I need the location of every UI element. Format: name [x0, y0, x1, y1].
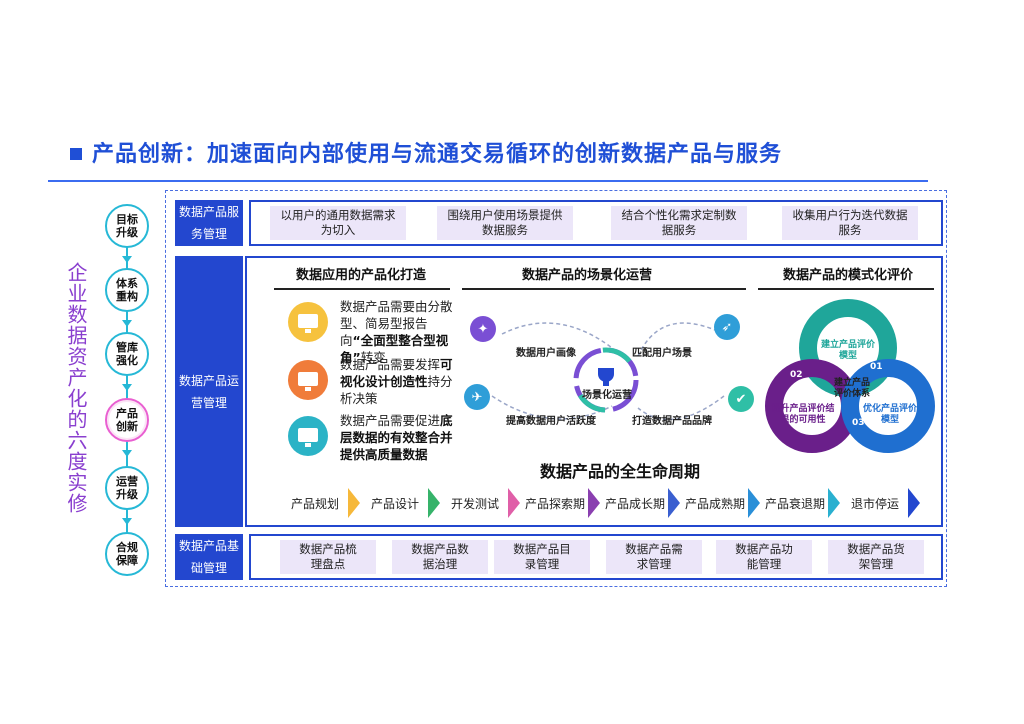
col2-title: 数据产品的场景化运营	[522, 268, 653, 283]
col1-rule	[274, 288, 450, 290]
evaluation-venn	[765, 299, 935, 453]
head-brain-icon	[288, 360, 328, 400]
scene-center-label: 场景化运营	[582, 390, 632, 401]
lifecycle-title: 数据产品的全生命周期	[540, 462, 701, 481]
page-title: 产品创新：加速面向内部使用与流通交易循环的创新数据产品与服务	[92, 142, 783, 167]
col1-item-bold: “全面型整合型视角”	[340, 333, 449, 365]
stage-label: 管库 强化	[116, 341, 138, 367]
stage-label: 目标 升级	[116, 213, 138, 239]
plane-icon: ✈	[464, 384, 490, 410]
venn-label: 优化产品评价模型	[862, 404, 917, 425]
stage-node[interactable]: 合规 保障	[105, 532, 149, 576]
lifecycle-step: 产品成熟期	[682, 488, 748, 518]
stage-arrow-icon	[122, 320, 132, 327]
lifecycle-arrow-icon	[428, 488, 440, 518]
stage-node[interactable]: 目标 升级	[105, 204, 149, 248]
venn-label: 建立产品评价模型	[820, 340, 875, 361]
col3-rule	[758, 288, 934, 290]
thumbs-up-icon: ✔	[728, 386, 754, 412]
top-band-item: 围绕用户使用场景提供数据服务	[437, 206, 573, 240]
lifecycle-step: 开发测试	[442, 488, 508, 518]
venn-number: 01	[870, 362, 883, 372]
col1-item-bold: 可视化设计创造性	[340, 357, 453, 389]
col1-item-post: 持分析决策	[340, 374, 453, 406]
col1-item-bold: 底层数据的有效整合并提供高质量数据	[340, 413, 453, 462]
lifecycle-arrow-icon	[908, 488, 920, 518]
lifecycle-step: 产品设计	[362, 488, 428, 518]
venn-label: 提升产品评价结果的可用性	[771, 404, 835, 425]
scene-label: 提高数据用户活跃度	[506, 416, 596, 427]
bottom-band-item: 数据产品功能管理	[716, 540, 812, 574]
stage-node[interactable]: 体系 重构	[105, 268, 149, 312]
lifecycle-step: 产品规划	[282, 488, 348, 518]
top-band-item: 结合个性化需求定制数据服务	[611, 206, 747, 240]
stage-arrow-icon	[122, 384, 132, 391]
venn-number: 02	[790, 370, 803, 380]
bottom-band-item: 数据产品数据治理	[392, 540, 488, 574]
col1-title: 数据应用的产品化打造	[296, 268, 427, 283]
scene-diagram	[491, 322, 725, 421]
venn-number: 03	[852, 418, 865, 428]
title-bullet	[70, 148, 82, 160]
bottom-band-label: 数据产品基础管理	[175, 534, 243, 580]
stage-connector	[126, 230, 128, 560]
col1-item-pre: 数据产品需要由分散型、简易型报告向	[340, 299, 453, 348]
col1-item-post: 转变	[360, 350, 386, 365]
vertical-title: 企业数据资产化的六度实修	[64, 262, 88, 514]
outer-frame	[165, 190, 947, 587]
lifecycle-step: 产品衰退期	[762, 488, 828, 518]
lifecycle-arrow-icon	[748, 488, 760, 518]
dashboard-icon	[288, 416, 328, 456]
bottom-band-item: 数据产品需求管理	[606, 540, 702, 574]
lifecycle-step: 产品探索期	[522, 488, 588, 518]
col1-item-pre: 数据产品需要发挥	[340, 357, 441, 372]
scene-label: 数据用户画像	[516, 348, 576, 359]
scene-label: 匹配用户场景	[632, 348, 692, 359]
title-divider	[48, 180, 928, 182]
col1-item-text: 数据产品需要发挥可视化设计创造性持分析决策	[340, 356, 460, 407]
lifecycle-arrow-icon	[588, 488, 600, 518]
stage-node[interactable]: 管库 强化	[105, 332, 149, 376]
col3-title: 数据产品的模式化评价	[783, 268, 914, 283]
stage-arrow-icon	[122, 256, 132, 263]
lifecycle-arrow-icon	[828, 488, 840, 518]
lifecycle-arrow-icon	[668, 488, 680, 518]
lifecycle-step: 产品成长期	[602, 488, 668, 518]
col1-item-text: 数据产品需要由分散型、简易型报告向“全面型整合型视角”转变	[340, 298, 460, 366]
stage-label: 合规 保障	[116, 541, 138, 567]
bottom-band-item: 数据产品目录管理	[494, 540, 590, 574]
lifecycle-arrow-icon	[508, 488, 520, 518]
top-band-item: 收集用户行为迭代数据服务	[782, 206, 918, 240]
stage-label: 运营 升级	[116, 475, 138, 501]
bottom-band-item: 数据产品梳理盘点	[280, 540, 376, 574]
lifecycle-arrow-icon	[348, 488, 360, 518]
bottom-band-item: 数据产品货架管理	[828, 540, 924, 574]
col1-item-text: 数据产品需要促进底层数据的有效整合并提供高质量数据	[340, 412, 460, 463]
col1-item-pre: 数据产品需要促进	[340, 413, 441, 428]
venn-center-label: 建立产品评价体系	[833, 378, 870, 399]
top-band-item: 以用户的通用数据需求为切入	[270, 206, 406, 240]
rocket-icon: ➶	[714, 314, 740, 340]
main-band-label: 数据产品运营管理	[175, 256, 243, 527]
stage-node[interactable]: 运营 升级	[105, 466, 149, 510]
top-band-label: 数据产品服务管理	[175, 200, 243, 246]
stage-label: 体系 重构	[116, 277, 138, 303]
bulb-icon: ✦	[470, 316, 496, 342]
stage-arrow-icon	[122, 450, 132, 457]
stage-arrow-icon	[122, 518, 132, 525]
scene-label: 打造数据产品品牌	[632, 416, 712, 427]
lifecycle-step: 退市停运	[842, 488, 908, 518]
monitor-icon	[288, 302, 328, 342]
stage-label: 产品 创新	[116, 407, 138, 433]
stage-node[interactable]: 产品 创新	[105, 398, 149, 442]
col2-rule	[462, 288, 746, 290]
